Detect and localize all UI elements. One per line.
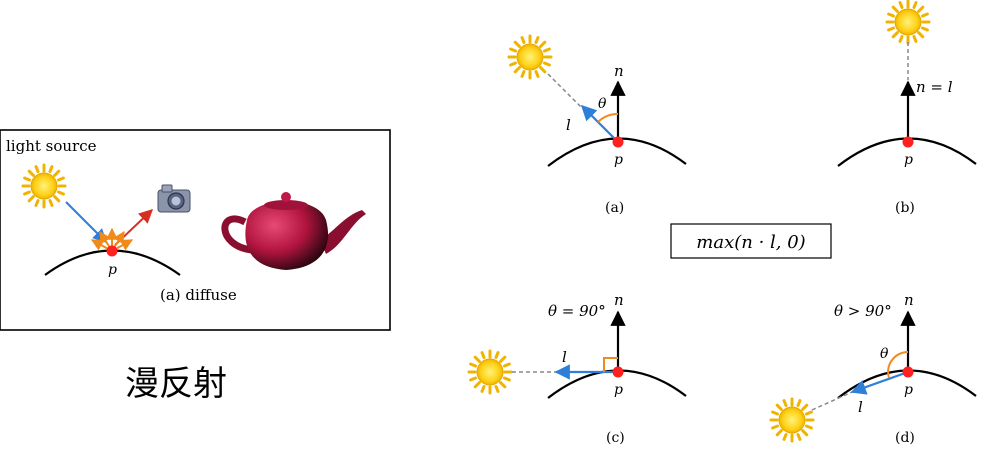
light-dash [811, 391, 853, 411]
camera-icon [157, 184, 191, 213]
diagram-caption: (a) [605, 200, 624, 216]
angle-arc [887, 351, 909, 379]
normal-equals-light: n = l [916, 78, 953, 96]
light-label: l [858, 398, 863, 416]
sun-icon [467, 349, 513, 395]
light-label: l [562, 348, 567, 366]
point-label: p [108, 262, 117, 278]
sun-icon [885, 0, 931, 45]
sun-icon [21, 163, 67, 209]
light-vector [580, 104, 619, 143]
formula-box: max(n · l, 0) [670, 223, 832, 259]
surface-point [902, 366, 914, 378]
light-source-label: light source [6, 137, 97, 155]
diagram-b: n = l p (b) [837, 0, 977, 216]
diagram-a: n θ l p (a) [507, 34, 687, 216]
point-label: p [614, 152, 623, 168]
angle-label: θ [880, 346, 889, 362]
surface-point [612, 136, 624, 148]
light-label: l [566, 116, 571, 134]
sun-icon [507, 34, 553, 80]
surface-point [612, 366, 624, 378]
normal-label: n [904, 291, 914, 309]
angle-text: θ = 90° [548, 302, 606, 320]
teapot-icon [221, 192, 366, 270]
surface-point [106, 245, 118, 257]
angle-arc [597, 112, 619, 123]
light-dash [547, 73, 587, 113]
diffuse-panel: light source p (a) diffuse [0, 129, 391, 331]
diagram-caption: (c) [606, 430, 625, 446]
point-label: p [614, 382, 623, 398]
chinese-caption: 漫反射 [125, 364, 227, 404]
point-label: p [904, 382, 913, 398]
panel-caption: (a) diffuse [160, 286, 237, 304]
point-label: p [904, 152, 913, 168]
right-angle-mark [603, 357, 618, 372]
diagram-caption: (d) [895, 430, 915, 446]
diagram-c: n θ = 90° l p (c) [467, 291, 687, 446]
surface-point [902, 136, 914, 148]
diagram-caption: (b) [895, 200, 915, 216]
sun-icon [769, 397, 815, 443]
angle-text: θ > 90° [834, 302, 892, 320]
formula-text: max(n · l, 0) [696, 232, 805, 253]
diagram-d: n θ > 90° θ l p (d) [769, 291, 977, 446]
incident-ray [65, 201, 107, 243]
angle-label: θ [598, 96, 607, 112]
normal-label: n [614, 62, 624, 80]
normal-label: n [614, 291, 624, 309]
light-vector [850, 370, 909, 395]
